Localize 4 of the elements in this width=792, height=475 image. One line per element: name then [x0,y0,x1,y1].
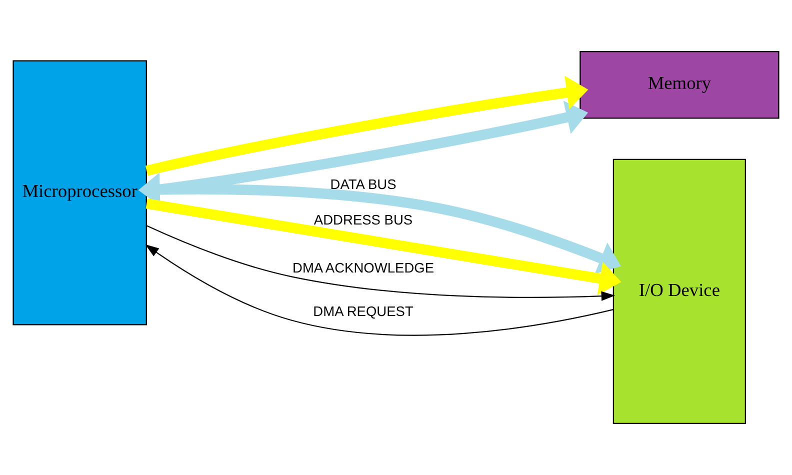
edge-label: DATA BUS [330,176,396,192]
edge-label: DMA REQUEST [313,304,414,320]
edge-label: DMA ACKNOWLEDGE [292,260,434,276]
edge-label: ADDRESS BUS [314,212,413,228]
